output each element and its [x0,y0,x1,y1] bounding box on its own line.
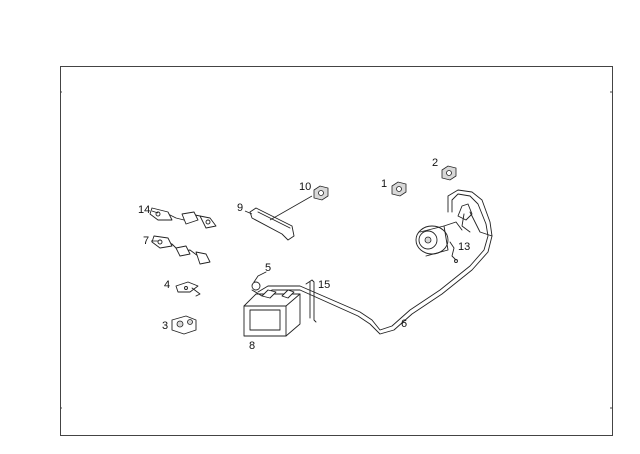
nut-10 [313,185,329,201]
callout-10: 10 [299,181,311,193]
nut-2 [441,165,457,181]
alternator [415,221,463,257]
clip-13 [449,241,458,263]
diagram-frame [60,66,613,436]
nut-1 [391,181,407,197]
callout-15: 15 [318,279,330,291]
callout-3: 3 [162,320,168,332]
callout-6: 6 [401,318,407,330]
main-cable-6 [257,189,493,335]
callout-2: 2 [432,157,438,169]
battery-cable-14 [149,207,217,229]
strap-9 [249,195,313,241]
callout-14: 14 [138,204,150,216]
terminal-clamp-3 [171,315,197,335]
callout-9: 9 [237,202,243,214]
bracket-4 [175,281,201,297]
battery-cable-7 [151,235,211,265]
callout-13: 13 [458,241,470,253]
battery-8 [243,289,301,337]
callout-7: 7 [143,235,149,247]
callout-1: 1 [381,178,387,190]
callout-8: 8 [249,340,255,352]
terminal-5 [251,271,267,297]
rod-15 [305,279,317,323]
callouts: 14 7 4 3 9 10 1 2 13 5 15 6 8 [138,157,470,352]
callout-5: 5 [265,262,271,274]
callout-4: 4 [164,279,170,291]
